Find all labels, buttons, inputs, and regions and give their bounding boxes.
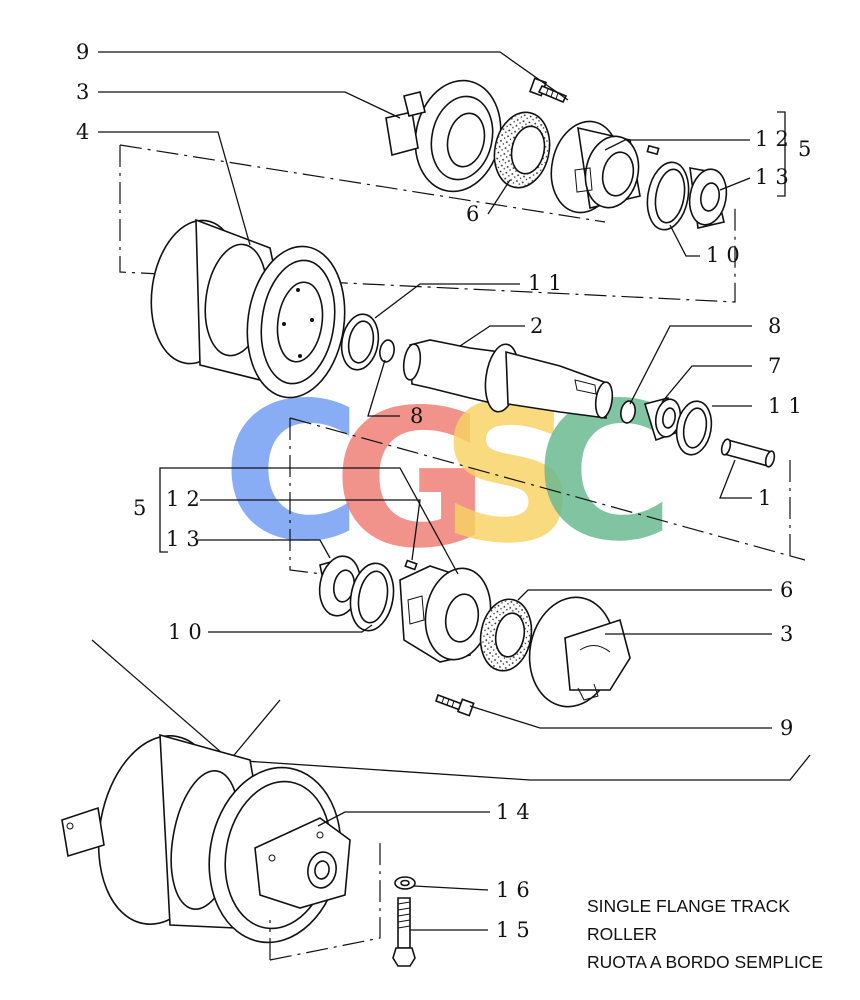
bushing-housing-mid [399,565,492,663]
bushing-7 [643,397,682,442]
watermark-letter-g: G [333,369,489,590]
callout-13-mid: 13 [166,527,207,551]
callout-8-left: 8 [410,404,430,428]
middle-assembly-frame [289,417,806,576]
callout-3-mid: 3 [780,622,800,646]
bolt-15 [392,897,416,967]
shaft-2 [402,339,614,419]
seal-6-mid [479,598,533,672]
caption: SINGLE FLANGE TRACK ROLLER RUOTA A BORDO… [587,896,823,972]
bolt-9-mid [434,693,475,717]
bottom-assembly-frame [269,840,381,961]
o-ring-10-top [646,161,690,231]
watermark-letter-c1: C [222,362,361,583]
caption-line-1: SINGLE FLANGE TRACK [587,896,790,916]
callout-4: 4 [76,120,96,144]
ring-8-left [379,339,395,363]
roller-body-4 [150,218,346,399]
bushing-housing-top [550,120,641,214]
bolt-9-top [528,77,568,104]
callout-11-right: 11 [768,394,809,418]
bushing-13-top [688,167,728,229]
callout-6-top: 6 [466,202,486,226]
callout-1: 1 [758,486,778,510]
callout-numbers: 9 3 4 12 13 5 6 10 11 2 8 7 11 8 1 12 5 … [76,40,818,942]
callout-6-mid: 6 [780,578,800,602]
o-ring-11-left [340,313,380,371]
bracket-5-mid [159,467,168,553]
callout-16: 16 [496,878,537,902]
leader-lines [98,51,772,931]
pin-12-top [646,144,660,156]
callout-9-mid: 9 [780,716,800,740]
o-ring-11-right [675,400,713,456]
o-ring-10-mid [349,562,395,632]
callout-10-mid: 10 [168,620,209,644]
washer-16 [394,876,416,890]
top-assembly-frame [119,144,736,303]
pin-12-mid [404,559,418,571]
callout-13-top: 13 [755,165,796,189]
callout-5-mid: 5 [133,496,153,520]
caption-line-2: ROLLER [587,924,657,944]
end-collar-3-top [385,79,502,193]
end-collar-3-mid [528,596,631,708]
callout-7: 7 [768,354,788,378]
callout-8-right: 8 [768,314,788,338]
caption-line-3: RUOTA A BORDO SEMPLICE [587,952,823,972]
callout-11-left: 11 [528,271,569,295]
callout-2: 2 [530,314,550,338]
callout-12-top: 12 [755,127,796,151]
callout-5-top: 5 [798,137,818,161]
bracket-5-top [777,111,786,197]
callout-10-top: 10 [706,243,747,267]
pin-1 [720,438,776,468]
seal-6-top [493,111,551,189]
roller-assembly-14 [61,733,351,944]
ring-8-right [620,400,636,424]
callout-9-top: 9 [76,40,96,64]
callout-14: 14 [496,800,537,824]
callout-12-mid: 12 [166,487,207,511]
callout-15: 15 [496,918,537,942]
callout-3-top: 3 [76,80,96,104]
